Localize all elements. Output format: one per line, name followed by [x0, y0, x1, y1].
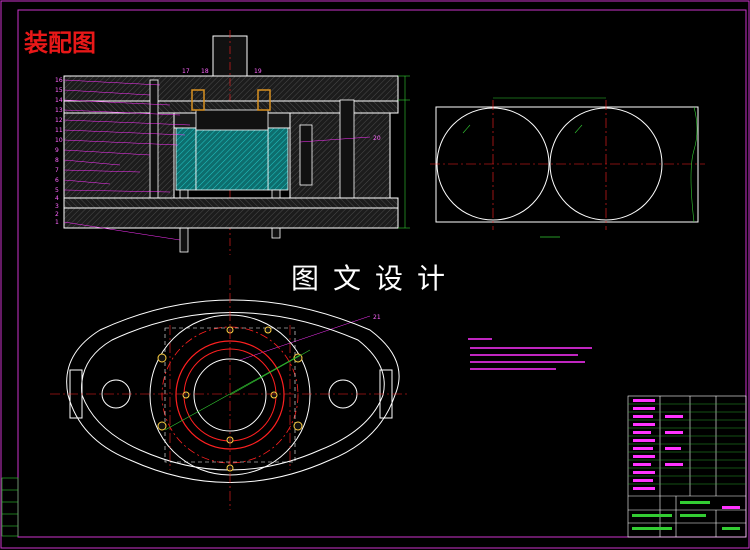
part-label-5: 5: [55, 187, 59, 194]
part-label-2: 2: [55, 211, 59, 218]
part-label-6: 6: [55, 177, 59, 184]
title-block-rows: [628, 403, 746, 485]
part-label-9: 9: [55, 147, 59, 154]
part-label-8: 8: [55, 157, 59, 164]
plan-view: [66, 299, 400, 483]
part-label-17: 17: [182, 68, 190, 75]
part-labels: 16 15 14 13 12 11 10 9 8 7 6 5 4 3 2 1 1…: [55, 68, 381, 321]
part-label-15: 15: [55, 87, 63, 94]
part-label-18: 18: [201, 68, 209, 75]
part-label-16: 16: [55, 77, 63, 84]
drawing-title: 装配图: [24, 29, 96, 57]
plan-centerlines: [50, 275, 410, 510]
technical-notes: [468, 338, 592, 370]
part-label-7: 7: [55, 167, 59, 174]
part-label-14: 14: [55, 97, 63, 104]
part-label-20: 20: [373, 135, 381, 142]
part-label-1: 1: [55, 219, 59, 226]
part-label-21: 21: [373, 314, 381, 321]
section-view: [63, 30, 410, 255]
title-block-text: [632, 501, 740, 530]
title-block-entries: [633, 399, 740, 509]
side-block: [1, 477, 19, 537]
part-label-13: 13: [55, 107, 63, 114]
leader-lines: [63, 79, 371, 361]
blank-view: [430, 97, 705, 238]
part-label-12: 12: [55, 117, 63, 124]
part-label-10: 10: [55, 137, 63, 144]
plan-dimension-2: [229, 349, 311, 396]
part-label-19: 19: [254, 68, 262, 75]
part-label-4: 4: [55, 195, 59, 202]
inner-border: [17, 9, 747, 538]
title-block: [627, 395, 747, 538]
watermark-text: 图文设计: [291, 262, 459, 295]
plan-holes: [157, 326, 303, 472]
plan-dimension: [164, 354, 301, 431]
part-label-3: 3: [55, 203, 59, 210]
part-label-11: 11: [55, 127, 63, 134]
